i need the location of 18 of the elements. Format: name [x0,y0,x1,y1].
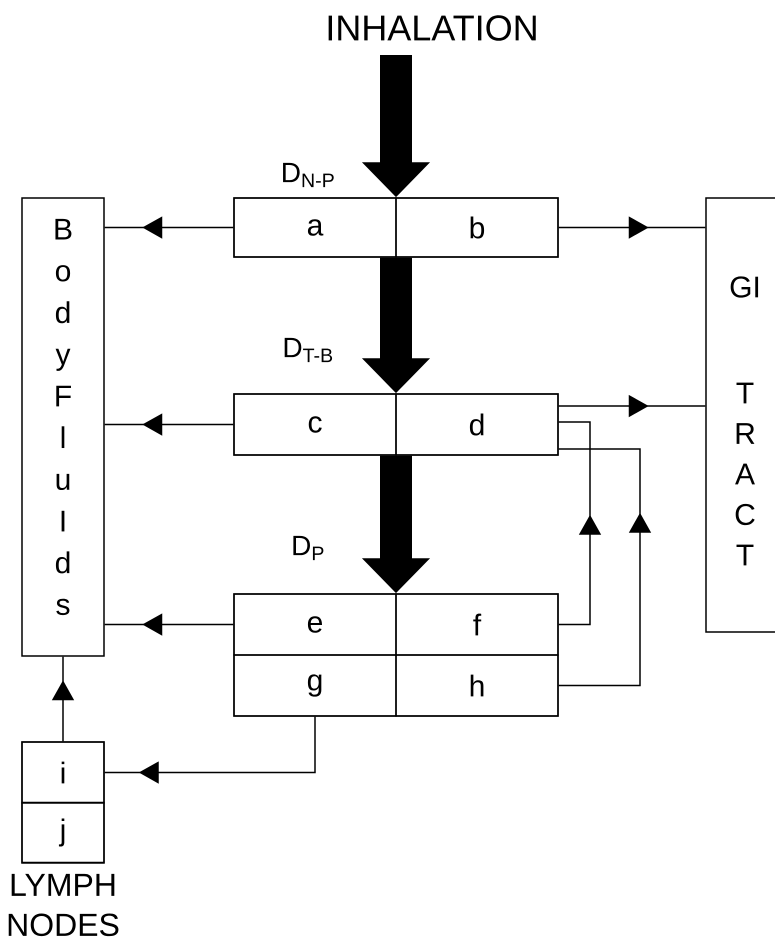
compartment-cell: j [21,802,105,864]
node-label: LYMPH NODES [8,874,118,936]
compartment-cell: f [395,593,559,656]
compartment-cell: e [233,593,397,656]
compartment-cell: g [233,654,397,717]
compartment-cell: i [21,741,105,804]
arrow [104,716,316,784]
compartment-cell: b [395,197,559,258]
source-label: INHALATION [328,15,536,41]
compartment-cell: h [395,654,559,717]
compartment-cell: c [233,393,397,456]
tract-box: GI TRACT [705,197,775,633]
compartment-cell: a [233,197,397,258]
edge-label: D$_{N-P}$ [283,162,334,188]
edge-label: D$_{T-B}$ [284,338,332,362]
vertical-box: Body FluIds [21,197,105,657]
compartment-cell: d [395,393,559,456]
edge-label: D$_{P}$ [293,536,324,560]
